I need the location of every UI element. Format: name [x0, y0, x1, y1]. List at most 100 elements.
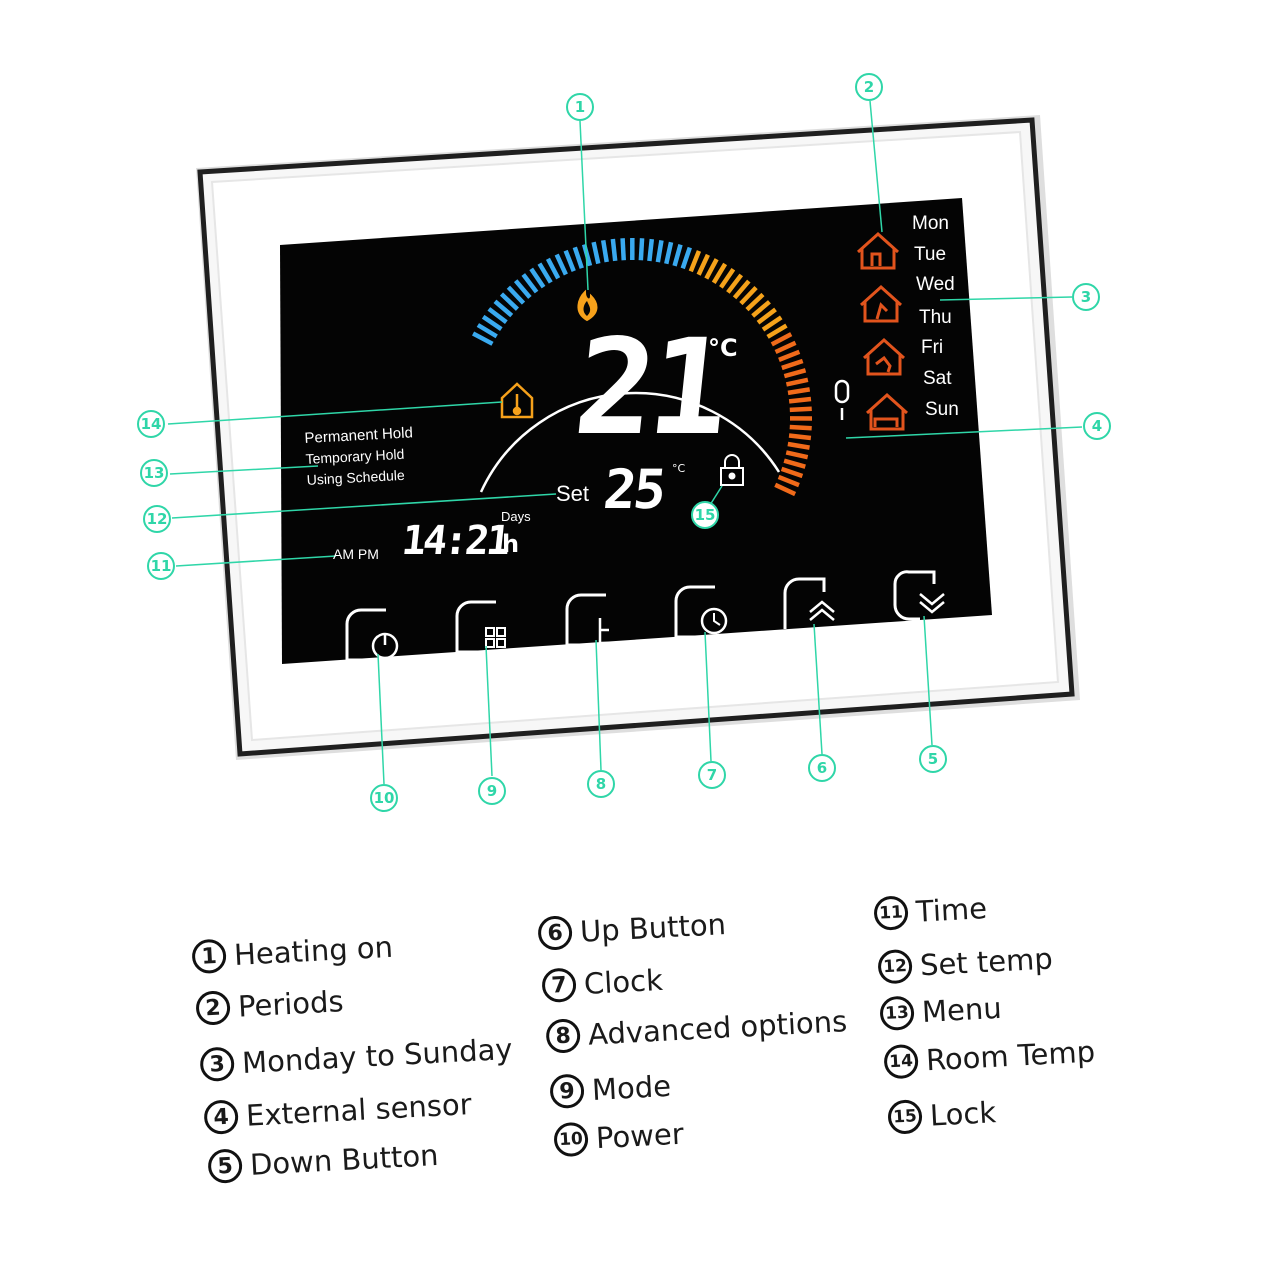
room-temperature: 21: [568, 311, 731, 465]
clock-button[interactable]: [674, 585, 728, 639]
dial-tick: [647, 238, 655, 262]
legend-label: Mode: [591, 1068, 672, 1107]
period-sleep-icon: [865, 392, 909, 431]
dial-tick: [785, 377, 809, 387]
callout-6: 6: [808, 754, 836, 782]
dial-tick: [788, 433, 812, 441]
weekday-sun: Sun: [925, 399, 959, 420]
legend-number: 9: [549, 1073, 585, 1110]
legend-number: 15: [887, 1099, 923, 1135]
dial-tick: [513, 279, 532, 299]
callout-lines: [167, 100, 1083, 785]
power-button[interactable]: [345, 608, 399, 662]
weekday-tue: Tue: [914, 244, 947, 265]
dial-tick: [745, 292, 765, 312]
legend-number: 5: [207, 1148, 244, 1185]
dial-tick: [777, 474, 800, 488]
dial-tick: [789, 406, 812, 413]
dial-tick: [506, 285, 526, 305]
dial-tick: [591, 241, 601, 265]
legend-number: 10: [553, 1121, 589, 1158]
advanced-options-button[interactable]: [565, 593, 611, 647]
room-temp-value: 21: [567, 311, 732, 465]
set-label: Set: [556, 481, 590, 506]
hour-suffix: h: [502, 530, 520, 558]
callout-5: 5: [919, 745, 947, 773]
dial-tick: [487, 307, 508, 325]
dial-tick: [563, 249, 576, 272]
dial-tick: [787, 441, 810, 450]
dial-tick: [787, 387, 811, 396]
legend-label: Set temp: [919, 941, 1054, 983]
menu-mode-list: Permanent Hold Temporary Hold Using Sche…: [304, 422, 416, 491]
dial-tick: [761, 315, 783, 332]
callout-13: 13: [140, 459, 168, 487]
days-label: Days: [501, 509, 531, 524]
up-button[interactable]: [783, 577, 835, 629]
dial-tick: [766, 323, 788, 339]
callout-8: 8: [587, 770, 615, 798]
dial-tick: [774, 482, 797, 497]
callout-12: 12: [143, 505, 171, 533]
dial-tick: [756, 307, 777, 325]
legend-label: Lock: [929, 1095, 997, 1133]
dial-tick: [780, 466, 804, 479]
set-temp-value: 25: [600, 458, 667, 521]
dial-tick: [789, 424, 812, 431]
dial-tick: [788, 396, 812, 404]
lcd-screen: [280, 198, 992, 664]
weekday-wed: Wed: [916, 274, 955, 295]
legend-number: 12: [877, 948, 913, 985]
dial-tick: [726, 273, 744, 294]
dial-tick: [783, 368, 807, 379]
legend-number: 8: [545, 1018, 582, 1054]
dial-tick: [521, 273, 539, 294]
callout-7: 7: [698, 761, 726, 789]
dial-tick: [704, 258, 719, 280]
callout-4: 4: [1083, 412, 1111, 440]
dial-tick: [751, 300, 771, 318]
dial-tick: [481, 314, 503, 332]
dial-tick: [554, 253, 568, 276]
dial-tick: [719, 267, 736, 289]
legend-label: Power: [595, 1116, 685, 1156]
legend-number: 11: [873, 895, 909, 931]
lock-icon: [720, 454, 744, 486]
dial-tick: [688, 250, 702, 273]
legend-label: Clock: [583, 962, 664, 1001]
callout-3: 3: [1072, 283, 1100, 311]
callout-14: 14: [137, 410, 165, 438]
dial-tick: [778, 349, 801, 362]
dial-tick: [739, 286, 758, 306]
legend-number: 4: [203, 1099, 240, 1135]
dial-tick: [732, 279, 751, 300]
external-sensor-icon: [834, 379, 850, 420]
weekday-thu: Thu: [919, 307, 952, 328]
dial-tick: [680, 246, 692, 270]
mode-button[interactable]: [455, 600, 506, 654]
dial-tick: [545, 257, 561, 280]
legend-number: 6: [537, 915, 573, 951]
weekday-fri: Fri: [921, 337, 944, 358]
set-temp-unit: °C: [672, 462, 686, 475]
callout-10: 10: [370, 784, 398, 812]
dial-tick: [770, 332, 793, 347]
dial-tick: [600, 239, 609, 263]
down-button[interactable]: [893, 570, 945, 621]
callout-1: 1: [566, 93, 594, 121]
callout-11: 11: [147, 552, 175, 580]
dial-tick: [472, 331, 494, 346]
dial-tick: [493, 299, 514, 318]
legend-number: 3: [199, 1046, 236, 1083]
room-temp-house-icon: [500, 382, 534, 419]
dial-tick: [783, 458, 806, 469]
room-temp-unit: °C: [708, 334, 738, 362]
weekday-sat: Sat: [923, 368, 952, 389]
dial-tick: [696, 253, 710, 276]
dial-tick: [774, 340, 797, 355]
legend-number: 2: [195, 990, 231, 1026]
